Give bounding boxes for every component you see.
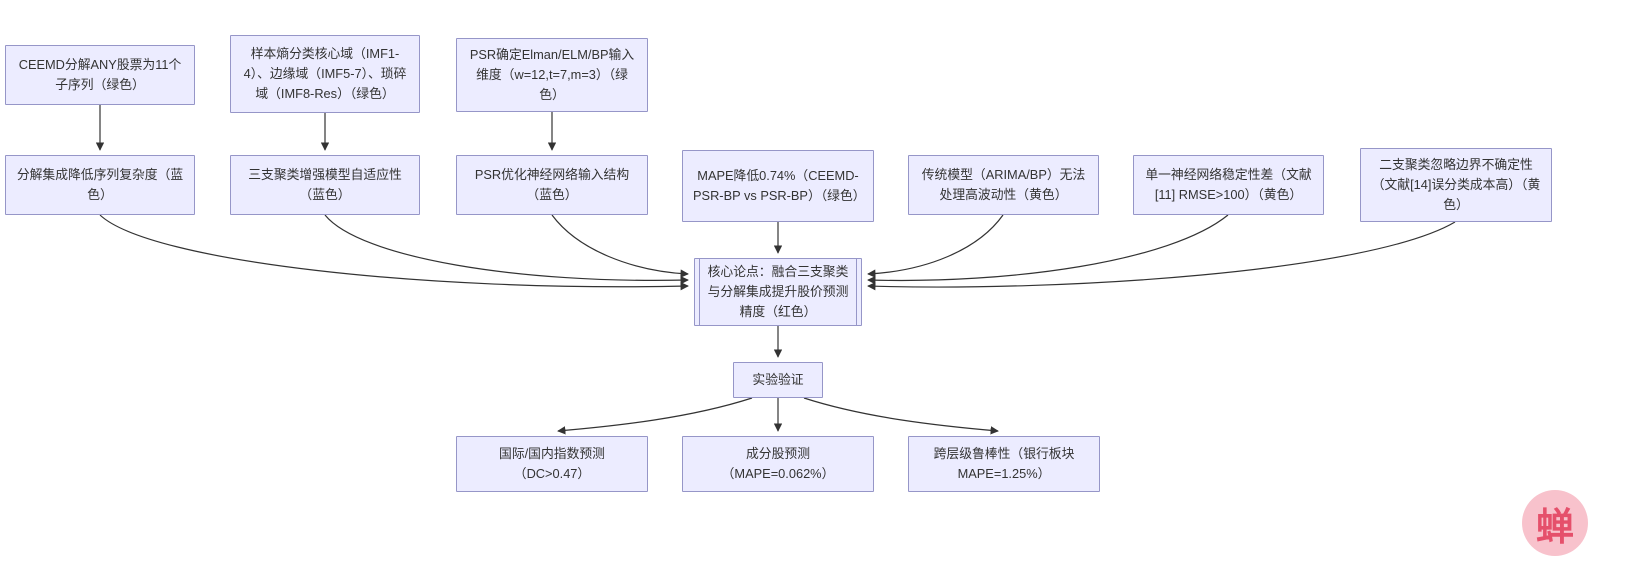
node-component-stock-prediction: 成分股预测（MAPE=0.062%） [682, 436, 874, 492]
edge-experiment-to-index [557, 397, 753, 435]
node-decomposition-benefit: 分解集成降低序列复杂度（蓝色） [5, 155, 195, 215]
edge-singlenn-to-core [867, 214, 1229, 285]
edge-traditional-to-core [867, 214, 1004, 278]
edge-decomp-to-core [99, 214, 689, 291]
watermark-glyph: 蝉 [1535, 506, 1574, 549]
node-three-way-clustering-benefit: 三支聚类增强模型自适应性（蓝色） [230, 155, 420, 215]
edge-twoway-to-core [867, 221, 1456, 291]
node-experiment-validation: 实验验证 [733, 362, 823, 398]
watermark-logo[interactable]: 蝉 [1522, 490, 1588, 556]
node-sample-entropy-classification: 样本熵分类核心域（IMF1-4）、边缘域（IMF5-7）、琐碎域（IMF8-Re… [230, 35, 420, 113]
node-two-way-clustering-limitation: 二支聚类忽略边界不确定性（文献[14]误分类成本高）（黄色） [1360, 148, 1552, 222]
edge-psropt-to-core [551, 214, 689, 278]
node-cross-level-robustness: 跨层级鲁棒性（银行板块MAPE=1.25%） [908, 436, 1100, 492]
node-single-nn-limitation: 单一神经网络稳定性差（文献[11] RMSE>100）（黄色） [1133, 155, 1324, 215]
node-index-prediction: 国际/国内指数预测（DC>0.47） [456, 436, 648, 492]
node-ceemd-decompose: CEEMD分解ANY股票为11个子序列（绿色） [5, 45, 195, 105]
node-psr-input-dimension: PSR确定Elman/ELM/BP输入维度（w=12,t=7,m=3）（绿色） [456, 38, 648, 112]
node-mape-improvement: MAPE降低0.74%（CEEMD-PSR-BP vs PSR-BP）（绿色） [682, 150, 874, 222]
node-traditional-model-limitation: 传统模型（ARIMA/BP）无法处理高波动性（黄色） [908, 155, 1099, 215]
node-core-thesis: 核心论点：融合三支聚类与分解集成提升股价预测精度（红色） [694, 258, 862, 326]
edge-threeway-to-core [324, 214, 689, 285]
edge-experiment-to-robustness [803, 397, 999, 435]
node-psr-benefit: PSR优化神经网络输入结构（蓝色） [456, 155, 648, 215]
